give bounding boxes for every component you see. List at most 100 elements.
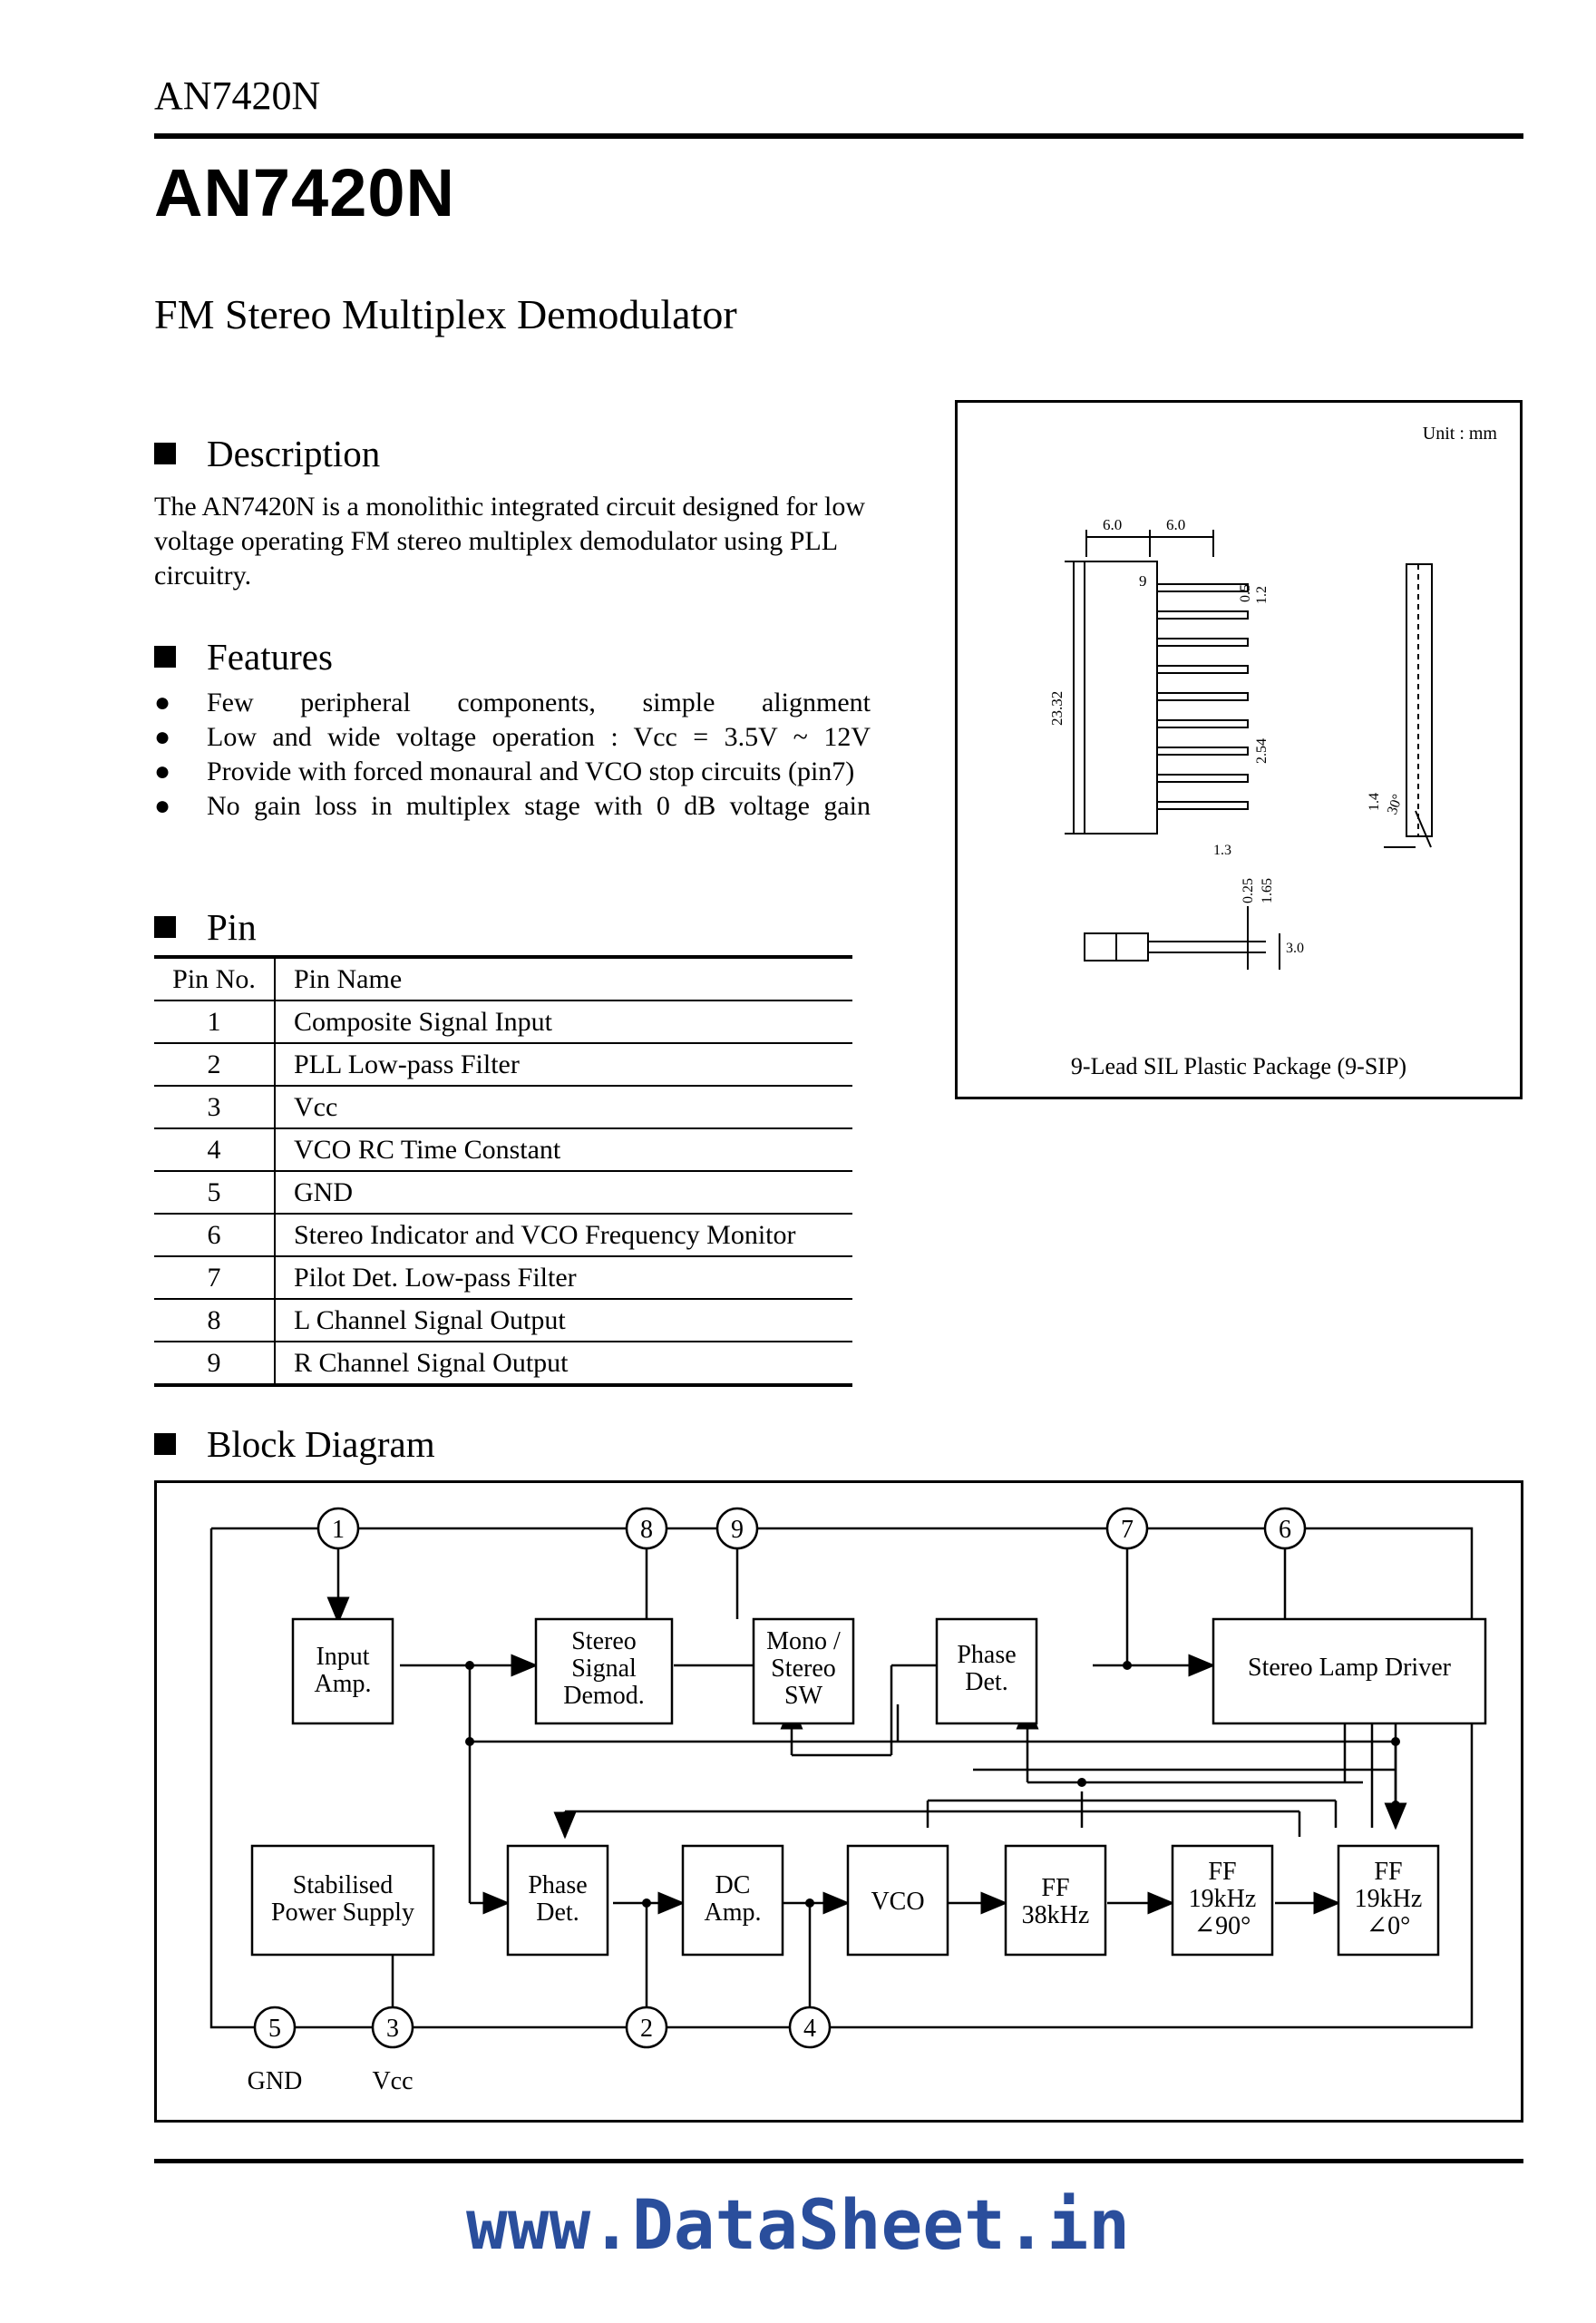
- pin-heading-label: Pin: [207, 906, 257, 948]
- package-lead: [1156, 719, 1249, 728]
- block-label: Power Supply: [271, 1898, 414, 1927]
- table-header-row: Pin No. Pin Name: [154, 955, 852, 1001]
- bullet-icon: ●: [154, 791, 171, 821]
- pin-number: 9: [731, 1516, 744, 1544]
- block-phase-det-top: [935, 1617, 1038, 1725]
- package-lead: [1156, 638, 1249, 647]
- package-body: [1084, 561, 1158, 835]
- dim-width-1: 6.0: [1103, 516, 1122, 533]
- block-power-supply: [250, 1844, 435, 1957]
- package-lead: [1156, 801, 1249, 810]
- block-label: Stabilised: [293, 1871, 393, 1899]
- block-label: 38kHz: [1022, 1901, 1090, 1929]
- block-label: Stereo: [571, 1627, 637, 1655]
- block-label: Stereo Lamp Driver: [1248, 1654, 1452, 1682]
- block-label: Det.: [536, 1898, 579, 1927]
- pin-number: 7: [1121, 1516, 1134, 1544]
- pin-1-marker: [316, 1507, 360, 1550]
- dim-1-4: 1.4: [1367, 793, 1382, 811]
- block-label: DC: [715, 1871, 751, 1899]
- dim-pitch: 2.54: [1254, 738, 1270, 764]
- block-label: 19kHz: [1355, 1885, 1423, 1913]
- package-lead: [1156, 665, 1249, 674]
- dim-3-0: 3.0: [1286, 941, 1304, 956]
- dim-angle: 30°: [1385, 792, 1406, 816]
- features-list: ●Few peripheral components, simple align…: [154, 686, 871, 824]
- block-label: Signal: [571, 1654, 637, 1683]
- block-label: FF: [1374, 1858, 1402, 1886]
- list-item: ●Few peripheral components, simple align…: [154, 686, 871, 720]
- dim-height: 23.32: [1048, 691, 1066, 726]
- block-diagram-svg: Input Amp. Stereo Signal Demod. Mono / S…: [209, 1507, 1487, 2095]
- pin-6-marker: [1263, 1507, 1307, 1550]
- square-bullet-icon: [154, 1433, 176, 1455]
- block-label: Phase: [957, 1641, 1016, 1669]
- pin9-label: 9: [1139, 572, 1147, 590]
- block-vco: [846, 1844, 949, 1957]
- pin-7-marker: [1105, 1507, 1149, 1550]
- block-label: FF: [1208, 1858, 1236, 1886]
- bullet-icon: ●: [154, 722, 171, 752]
- pin-5-marker: [253, 2006, 297, 2049]
- package-svg: Unit : mm 6.0 6.0 9 0.5 1.2 23.32 2.54 1…: [1048, 424, 1498, 1079]
- header-rule: [154, 133, 1523, 139]
- features-heading: Features: [154, 635, 333, 678]
- pin-number: 1: [332, 1516, 345, 1544]
- block-label: Amp.: [315, 1670, 372, 1698]
- bullet-icon: ●: [154, 756, 171, 786]
- chip-outline: [209, 1527, 1474, 2029]
- list-item: ●No gain loss in multiplex stage with 0 …: [154, 789, 871, 824]
- square-bullet-icon: [154, 916, 176, 938]
- block-label: ∠90°: [1194, 1912, 1251, 1940]
- block-label: FF: [1041, 1874, 1069, 1902]
- square-bullet-icon: [154, 646, 176, 668]
- description-heading: Description: [154, 432, 380, 475]
- pin-number: 3: [386, 2015, 399, 2043]
- page-subtitle: FM Stereo Multiplex Demodulator: [154, 291, 737, 337]
- vcc-label: Vcc: [372, 2067, 413, 2095]
- package-lead: [1156, 583, 1249, 592]
- description-text: The AN7420N is a monolithic integrated c…: [154, 492, 865, 591]
- block-label: Demod.: [563, 1682, 644, 1710]
- block-diagram-heading: Block Diagram: [154, 1422, 435, 1466]
- dim-width-2: 6.0: [1166, 516, 1185, 533]
- dim-0-5: 0.5: [1238, 584, 1253, 602]
- package-lead: [1156, 692, 1249, 701]
- block-ff38: [1004, 1844, 1107, 1957]
- dim-1-3: 1.3: [1213, 843, 1231, 858]
- footer-watermark: www.DataSheet.in: [465, 2184, 1131, 2265]
- pin-2-marker: [625, 2006, 668, 2049]
- pin-8-marker: [625, 1507, 668, 1550]
- gnd-label: GND: [248, 2067, 303, 2095]
- pin-4-marker: [788, 2006, 832, 2049]
- list-item: ●Provide with forced monaural and VCO st…: [154, 755, 871, 789]
- pin-number: 4: [803, 2015, 816, 2043]
- pin-number: 6: [1279, 1516, 1291, 1544]
- block-label: Mono /: [766, 1627, 841, 1655]
- pin-number: 8: [640, 1516, 653, 1544]
- package-lead: [1156, 774, 1249, 783]
- block-label: Phase: [528, 1871, 587, 1899]
- block-label: ∠0°: [1367, 1912, 1411, 1940]
- dim-1-2: 1.2: [1254, 586, 1270, 604]
- square-bullet-icon: [154, 443, 176, 464]
- header-part-number: AN7420N: [154, 73, 321, 118]
- pin-9-marker: [715, 1507, 759, 1550]
- block-phase-det-bottom: [506, 1844, 609, 1957]
- unit-label: Unit : mm: [1423, 424, 1498, 444]
- block-label: 19kHz: [1189, 1885, 1257, 1913]
- block-input-amp: [291, 1617, 394, 1725]
- block-ff19-90: [1171, 1844, 1274, 1957]
- col-pin-no: Pin No.: [154, 955, 276, 1001]
- block-diagram: Input Amp. Stereo Signal Demod. Mono / S…: [154, 1480, 1523, 2123]
- package-caption: 9-Lead SIL Plastic Package (9-SIP): [1071, 1053, 1406, 1079]
- dim-0-25: 0.25: [1241, 878, 1256, 903]
- footer-rule: [154, 2159, 1523, 2163]
- block-label: Amp.: [705, 1898, 762, 1927]
